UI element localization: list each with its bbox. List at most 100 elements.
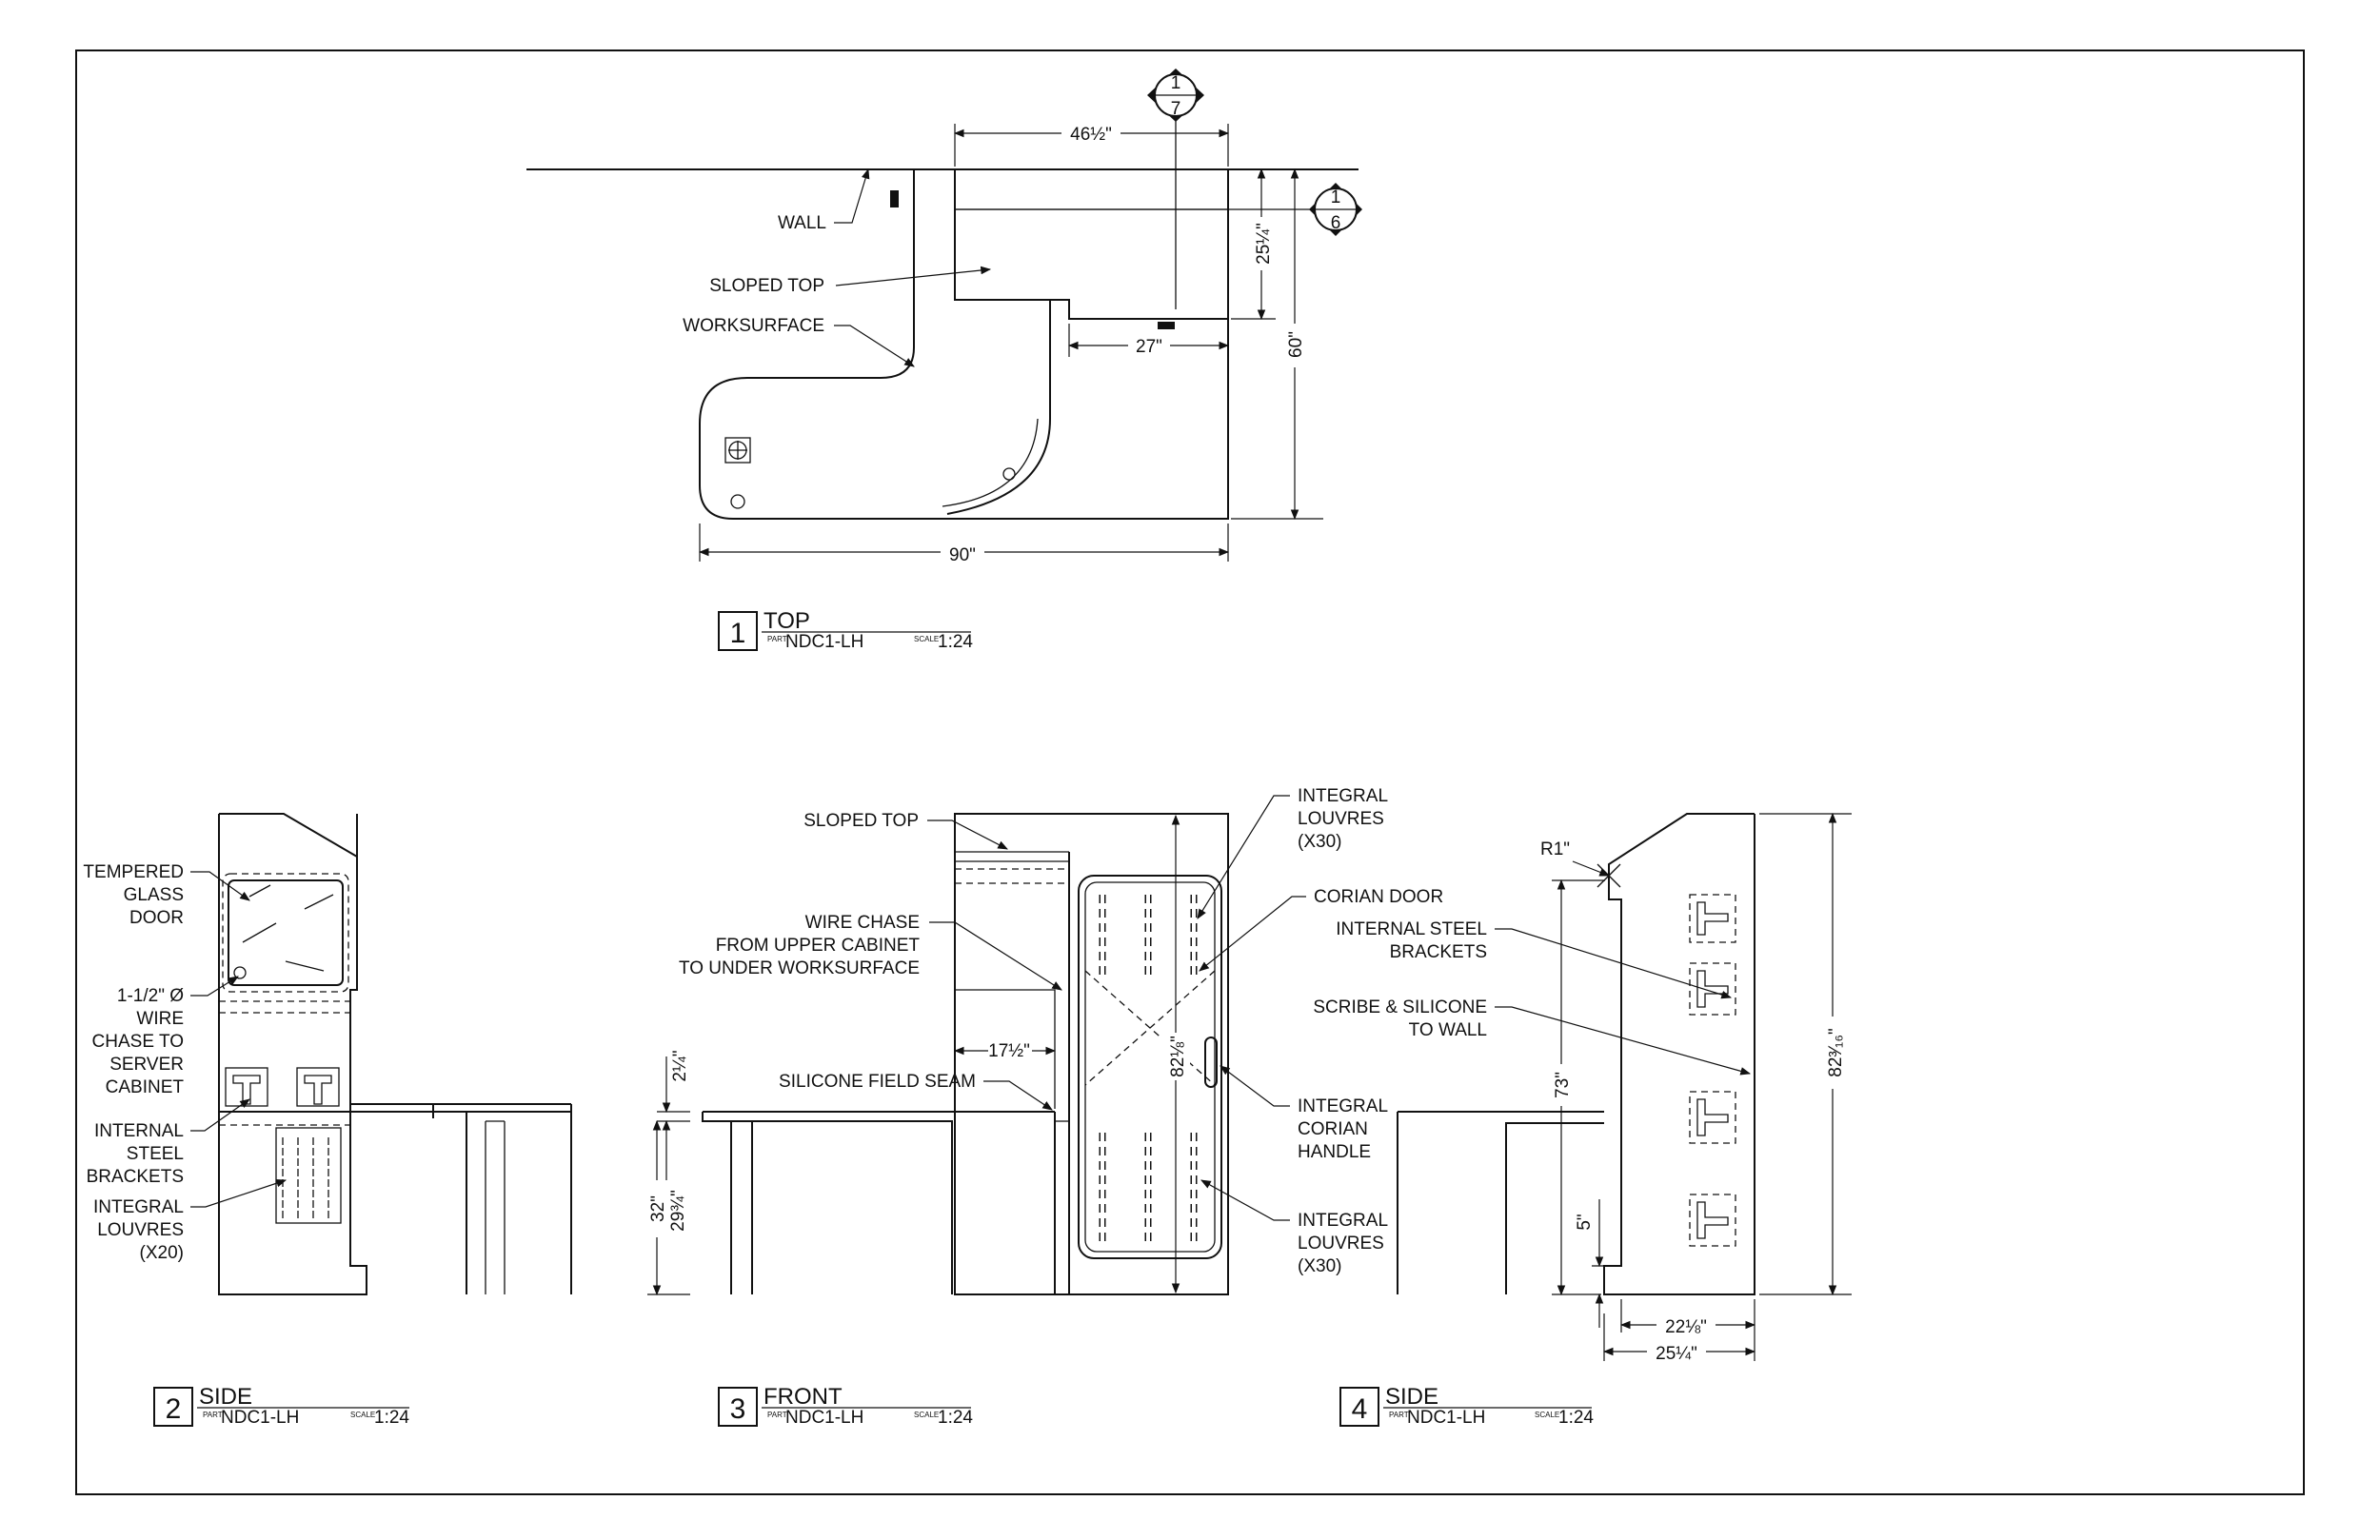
svg-text:SERVER: SERVER: [109, 1055, 184, 1075]
svg-text:BRACKETS: BRACKETS: [1390, 942, 1487, 962]
dim-overall-depth: 60": [1286, 331, 1306, 358]
label-sloped-top: SLOPED TOP: [709, 276, 824, 296]
view-2-scale-label: SCALE: [350, 1411, 375, 1419]
dim-depth-upper: 25¼": [1254, 223, 1274, 265]
label-internal-steel-brackets: INTERNAL STEEL BRACKETS: [87, 1121, 184, 1187]
label-wall: WALL: [778, 213, 826, 233]
dim-overall-width: 90": [949, 545, 976, 565]
view-4-scale: 1:24: [1558, 1408, 1594, 1428]
title-view-3: 3 FRONT PART NDC1-LH SCALE 1:24: [718, 1384, 973, 1428]
view-4-title: SIDE: [1385, 1384, 1438, 1410]
section-1-7-top: 1: [1171, 73, 1181, 93]
svg-text:TEMPERED: TEMPERED: [83, 862, 184, 882]
svg-text:GLASS: GLASS: [124, 885, 184, 905]
view-4-number: 4: [1352, 1393, 1368, 1425]
svg-text:INTEGRAL: INTEGRAL: [93, 1197, 184, 1217]
svg-text:LOUVRES: LOUVRES: [97, 1220, 184, 1240]
svg-text:INTERNAL: INTERNAL: [94, 1121, 184, 1141]
view-4-scale-label: SCALE: [1535, 1411, 1559, 1419]
section-1-6-bottom: 6: [1331, 213, 1341, 233]
louvres-front-bottom: [1099, 1133, 1198, 1242]
louvres-side-left: [275, 1127, 342, 1224]
view-1-scale: 1:24: [938, 632, 973, 652]
label-corian-handle: INTEGRAL CORIAN HANDLE: [1298, 1096, 1388, 1162]
dim-front-82: 82⅛": [1168, 1036, 1188, 1077]
svg-text:LOUVRES: LOUVRES: [1298, 1234, 1384, 1254]
top-view: 46½" 25¼" 27" 60" 90" WALL SLOPED TOP WO…: [526, 109, 1359, 565]
svg-text:INTEGRAL: INTEGRAL: [1298, 786, 1388, 806]
svg-text:LOUVRES: LOUVRES: [1298, 809, 1384, 829]
view-2-title: SIDE: [199, 1384, 252, 1410]
label-right-steel-brackets: INTERNAL STEEL BRACKETS: [1336, 919, 1487, 962]
view-2-number: 2: [166, 1393, 182, 1425]
svg-text:INTEGRAL: INTEGRAL: [1298, 1096, 1388, 1116]
svg-text:1-1/2" Ø: 1-1/2" Ø: [117, 986, 184, 1006]
view-3-scale-label: SCALE: [914, 1411, 939, 1419]
svg-text:(X20): (X20): [140, 1243, 184, 1263]
view-3-title: FRONT: [764, 1384, 843, 1410]
svg-text:HANDLE: HANDLE: [1298, 1142, 1371, 1162]
dim-inner: 27": [1136, 337, 1162, 357]
svg-text:WIRE CHASE: WIRE CHASE: [805, 913, 920, 933]
svg-text:INTEGRAL: INTEGRAL: [1298, 1211, 1388, 1231]
view-3-part: NDC1-LH: [785, 1408, 863, 1428]
svg-text:BRACKETS: BRACKETS: [87, 1167, 184, 1187]
svg-text:(X30): (X30): [1298, 832, 1341, 852]
view-2-scale: 1:24: [374, 1408, 409, 1428]
svg-text:TO UNDER WORKSURFACE: TO UNDER WORKSURFACE: [679, 958, 920, 978]
title-view-4: 4 SIDE PART NDC1-LH SCALE 1:24: [1339, 1384, 1594, 1428]
sheet-border: [75, 49, 2305, 1495]
side-view-left: TEMPERED GLASS DOOR 1-1/2" Ø WIRE CHASE …: [83, 813, 572, 1295]
view-2-part: NDC1-LH: [221, 1408, 299, 1428]
svg-text:CABINET: CABINET: [106, 1077, 185, 1097]
title-view-1: 1 TOP PART NDC1-LH SCALE 1:24: [718, 608, 973, 652]
label-front-wire-chase: WIRE CHASE FROM UPPER CABINET TO UNDER W…: [679, 913, 920, 978]
label-wire-chase: 1-1/2" Ø WIRE CHASE TO SERVER CABINET: [92, 986, 185, 1097]
view-1-part-label: PART: [767, 635, 787, 643]
label-corian-door: CORIAN DOOR: [1314, 887, 1443, 907]
dim-front-17-1-2: 17½": [988, 1041, 1030, 1061]
svg-text:SCRIBE & SILICONE: SCRIBE & SILICONE: [1313, 997, 1487, 1017]
svg-text:STEEL: STEEL: [127, 1144, 184, 1164]
side-view-right: R1" 73" 5" 82³⁄₁₆" 22⅛" 25¼" INTERN: [1313, 812, 1852, 1365]
brackets-side-right: [1689, 894, 1736, 1247]
title-view-2: 2 SIDE PART NDC1-LH SCALE 1:24: [153, 1384, 409, 1428]
label-worksurface: WORKSURFACE: [683, 316, 824, 336]
section-marker-1-7: 1 7: [1147, 69, 1204, 122]
dim-width-upper: 46½": [1070, 125, 1112, 145]
section-marker-1-6: 1 6: [1309, 183, 1362, 236]
svg-text:INTERNAL STEEL: INTERNAL STEEL: [1336, 919, 1487, 939]
label-louvres-top: INTEGRAL LOUVRES (X30): [1298, 786, 1388, 852]
section-1-6-top: 1: [1331, 188, 1341, 207]
view-4-part-label: PART: [1389, 1411, 1409, 1419]
dim-25: 25¼": [1656, 1344, 1697, 1364]
dim-front-29-3-4: 29¾": [668, 1190, 688, 1232]
view-3-scale: 1:24: [938, 1408, 973, 1428]
view-2-part-label: PART: [203, 1411, 223, 1419]
louvres-front-top: [1099, 895, 1198, 980]
dim-5: 5": [1575, 1214, 1595, 1230]
view-3-number: 3: [730, 1393, 746, 1425]
svg-text:DOOR: DOOR: [129, 908, 184, 928]
label-silicone-field-seam: SILICONE FIELD SEAM: [779, 1072, 976, 1092]
front-view: 82⅛" 2¼" 32" 29¾" 17½" SLOPED TOP WIRE C…: [644, 786, 1443, 1296]
view-3-part-label: PART: [767, 1411, 787, 1419]
label-front-sloped-top: SLOPED TOP: [803, 811, 919, 831]
dim-radius: R1": [1540, 839, 1570, 859]
svg-text:CHASE TO: CHASE TO: [92, 1032, 184, 1052]
view-4-part: NDC1-LH: [1407, 1408, 1485, 1428]
view-1-part: NDC1-LH: [785, 632, 863, 652]
label-louvres-bottom: INTEGRAL LOUVRES (X30): [1298, 1211, 1388, 1276]
dim-front-2-1-4: 2¼": [670, 1050, 690, 1081]
view-1-title: TOP: [764, 608, 810, 634]
section-1-7-bottom: 7: [1171, 99, 1181, 119]
label-tempered-glass-door: TEMPERED GLASS DOOR: [83, 862, 184, 928]
label-integral-louvres-x20: INTEGRAL LOUVRES (X20): [93, 1197, 184, 1263]
svg-text:FROM UPPER CABINET: FROM UPPER CABINET: [716, 936, 921, 956]
dim-22: 22⅛": [1665, 1317, 1707, 1337]
view-1-number: 1: [730, 618, 746, 649]
svg-text:TO WALL: TO WALL: [1409, 1020, 1487, 1040]
dim-73: 73": [1553, 1072, 1573, 1098]
svg-text:CORIAN: CORIAN: [1298, 1119, 1368, 1139]
